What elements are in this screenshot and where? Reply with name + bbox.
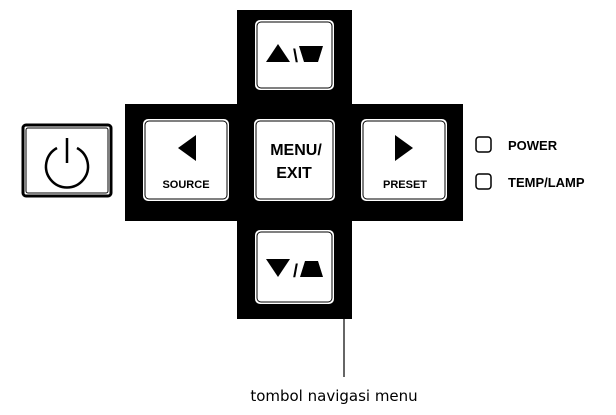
preset-label: PRESET <box>383 179 427 191</box>
power-indicator-label: POWER <box>508 138 558 153</box>
up-separator: \ <box>293 46 298 66</box>
down-triangle-slash-keystone-icon: / <box>266 259 323 281</box>
temp-lamp-led-icon <box>475 173 492 190</box>
left-triangle-icon <box>178 135 196 161</box>
up-keystone-button[interactable]: \ <box>253 18 336 92</box>
source-button[interactable]: SOURCE <box>141 117 231 203</box>
right-triangle-icon <box>395 135 413 161</box>
down-separator: / <box>293 261 298 281</box>
preset-button[interactable]: PRESET <box>359 117 449 203</box>
power-indicator: POWER <box>475 136 558 153</box>
up-triangle-slash-keystone-icon: \ <box>266 44 323 66</box>
power-icon <box>44 138 90 189</box>
menu-exit-button[interactable]: MENU/ EXIT <box>252 117 337 203</box>
menu-label: MENU/ <box>270 142 322 159</box>
power-led-icon <box>475 136 492 153</box>
source-label: SOURCE <box>162 179 209 191</box>
power-button[interactable] <box>21 123 113 198</box>
menu-navigation-caption: tombol navigasi menu <box>250 387 417 405</box>
down-keystone-button[interactable]: / <box>253 228 336 306</box>
exit-label: EXIT <box>276 165 312 182</box>
temp-lamp-indicator-label: TEMP/LAMP <box>508 175 585 190</box>
temp-lamp-indicator: TEMP/LAMP <box>475 173 585 190</box>
